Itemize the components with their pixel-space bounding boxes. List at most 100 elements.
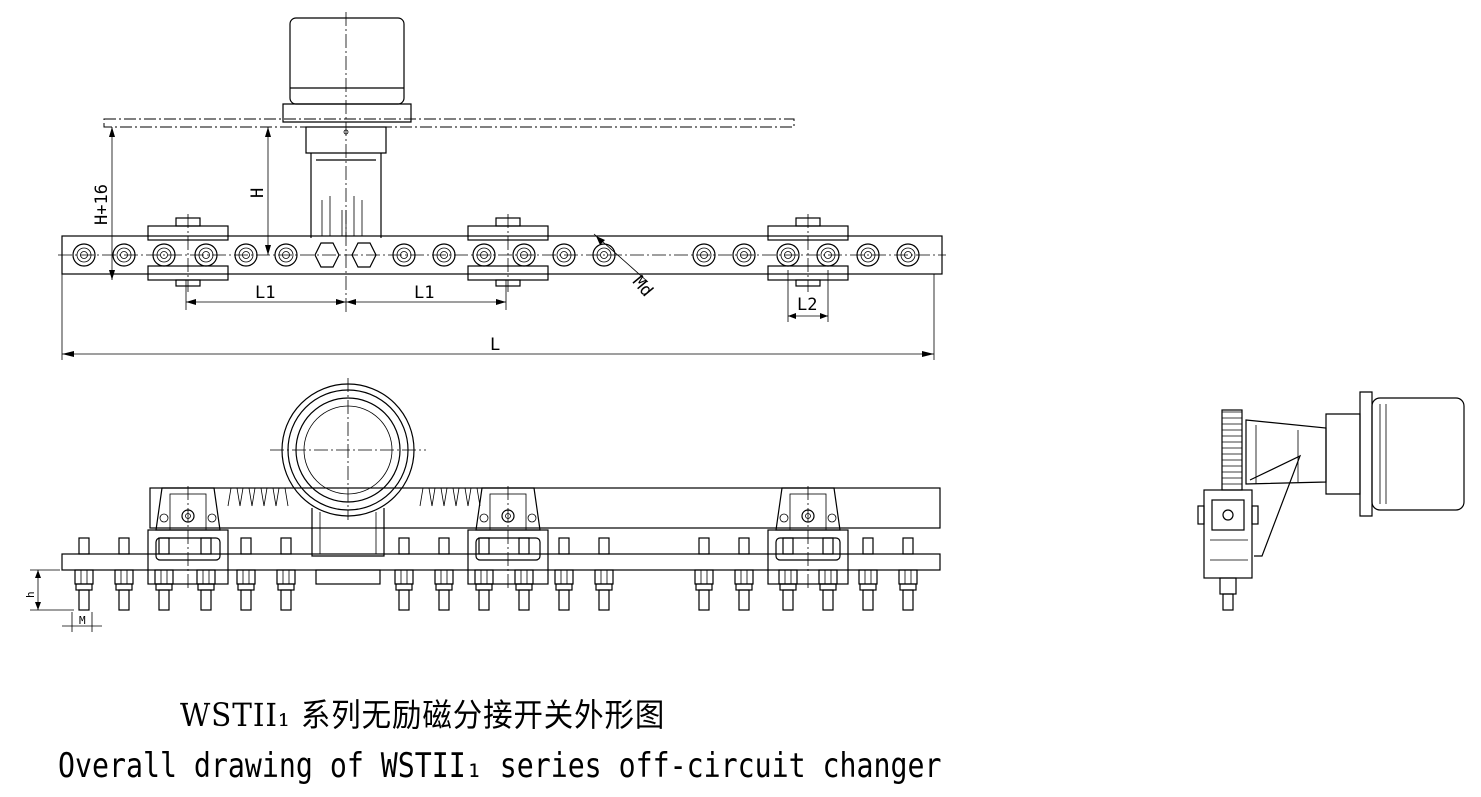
bolt-inner xyxy=(156,247,172,263)
stud-bottom xyxy=(398,589,410,611)
nut-hex xyxy=(694,569,714,585)
caption-english: Overall drawing of WSTII₁ series off-cir… xyxy=(58,746,942,786)
stud-bottom xyxy=(902,589,914,611)
rack-tooth xyxy=(239,487,253,507)
side-support xyxy=(1249,454,1302,557)
washer xyxy=(779,583,797,591)
nut-hex xyxy=(778,569,798,585)
washer xyxy=(115,583,133,591)
clamp-bracket xyxy=(155,487,221,531)
stud-bottom xyxy=(862,589,874,611)
rack-teeth xyxy=(227,487,481,507)
nut-hex xyxy=(818,569,838,585)
dim-l-lines xyxy=(61,274,935,360)
stud-bottom xyxy=(158,589,170,611)
stud-bottom xyxy=(240,589,252,611)
nut-hex xyxy=(394,569,414,585)
bolt-core xyxy=(282,251,290,259)
bolt-core xyxy=(480,251,488,259)
bolt-inner xyxy=(516,247,532,263)
bolt-outer xyxy=(112,243,136,267)
stud-bottom xyxy=(280,589,292,611)
washer xyxy=(435,583,453,591)
washer xyxy=(75,583,93,591)
stud-bottom xyxy=(822,589,834,611)
bolt-inner xyxy=(696,247,712,263)
bolt-core xyxy=(400,251,408,259)
bolt-core xyxy=(202,251,210,259)
rack-tooth xyxy=(263,487,277,507)
rack-tooth xyxy=(227,487,241,507)
bolt-core xyxy=(520,251,528,259)
bolt-core xyxy=(600,251,608,259)
shaft-ribs xyxy=(321,196,363,236)
clamp-screw xyxy=(827,513,837,523)
bolt-inner xyxy=(736,247,752,263)
clamp-screw xyxy=(479,513,489,523)
rack-body xyxy=(149,487,941,529)
side-pivot xyxy=(1222,509,1234,521)
stud-top xyxy=(558,537,570,555)
bolt-inner xyxy=(198,247,214,263)
changer-drawing: H+16 H L1 L1 L2 Md L xyxy=(24,12,1465,632)
bolt-core xyxy=(440,251,448,259)
bolt-inner xyxy=(556,247,572,263)
stud-top xyxy=(902,537,914,555)
hex-nut xyxy=(351,242,377,268)
bolt-outer xyxy=(692,243,716,267)
shaft-housing xyxy=(310,153,382,238)
bolt-inner xyxy=(396,247,412,263)
top-view: H+16 H L1 L1 L2 Md L xyxy=(58,12,946,360)
front-bolt-row xyxy=(74,537,918,611)
washer xyxy=(515,583,533,591)
dim-l1-left-label: L1 xyxy=(255,283,275,303)
nut-hex xyxy=(74,569,94,585)
washer xyxy=(555,583,573,591)
clamp-screw xyxy=(779,513,789,523)
washer xyxy=(735,583,753,591)
hex-nut xyxy=(314,242,340,268)
washer xyxy=(819,583,837,591)
nut-hex xyxy=(898,569,918,585)
bolt-inner xyxy=(238,247,254,263)
rack-tooth xyxy=(275,487,289,507)
washer xyxy=(197,583,215,591)
dim-l1-arrows xyxy=(186,299,506,305)
center-dot xyxy=(343,129,349,135)
nut-hex xyxy=(196,569,216,585)
stud-top xyxy=(398,537,410,555)
side-clamp-inner xyxy=(1211,499,1245,531)
bolt-core xyxy=(700,251,708,259)
bolt-core xyxy=(784,251,792,259)
bolt-outer xyxy=(896,243,920,267)
rack-tooth xyxy=(467,487,481,507)
side-shaft-detail xyxy=(1255,425,1299,484)
bolt-outer xyxy=(392,243,416,267)
rack-tooth xyxy=(251,487,265,507)
washer xyxy=(277,583,295,591)
bolt-inner xyxy=(116,247,132,263)
motor-housing xyxy=(289,17,405,105)
washer xyxy=(155,583,173,591)
bolt-core xyxy=(80,251,88,259)
bolt-inner xyxy=(436,247,452,263)
bolt-core xyxy=(740,251,748,259)
bolt-core xyxy=(864,251,872,259)
nut-hex xyxy=(276,569,296,585)
dim-l1-right-label: L1 xyxy=(414,283,434,303)
bolt-inner xyxy=(596,247,612,263)
nut-hex xyxy=(236,569,256,585)
clamp-screw xyxy=(207,513,217,523)
side-clamp-lines xyxy=(1210,539,1248,561)
nut-hex xyxy=(734,569,754,585)
rack-tooth xyxy=(431,487,445,507)
bolt-core xyxy=(242,251,250,259)
bolt-outer xyxy=(234,243,258,267)
bolt-inner xyxy=(76,247,92,263)
stud-top xyxy=(240,537,252,555)
front-shaft-foot xyxy=(315,569,381,585)
clamp-bracket xyxy=(775,487,841,531)
stud-bottom xyxy=(118,589,130,611)
rack-tooth xyxy=(455,487,469,507)
stud-bottom xyxy=(558,589,570,611)
